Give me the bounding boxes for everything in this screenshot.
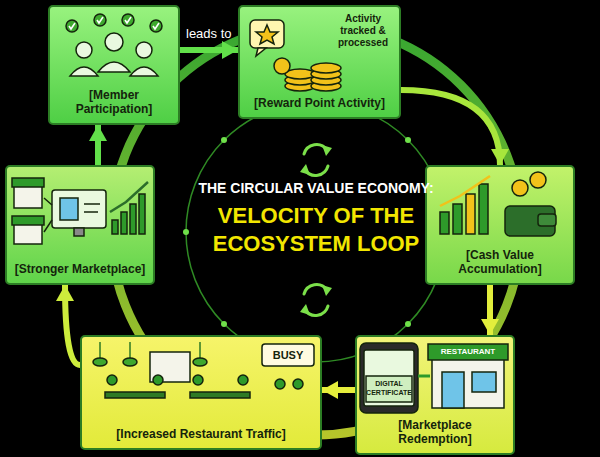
node-label: [Increased Restaurant Traffic] [88,427,314,441]
people-icon [66,14,162,76]
node-label: [Cash Value Accumulation] [433,248,567,276]
busy-sign: BUSY [262,348,314,362]
node-label: [Stronger Marketplace] [13,262,147,276]
cycle-arrowheads [300,145,332,315]
restaurant-icon [93,342,314,398]
redemption-icon [360,343,508,413]
store-sign: RESTAURANT [428,347,508,357]
flow-arrow [65,285,80,365]
diagram-title: THE CIRCULAR VALUE ECONOMY: [176,180,456,197]
node-label: [Marketplace Redemption] [363,418,507,446]
cash-icon [440,172,556,236]
ring-dots [183,99,449,365]
node-label: [Member Participation] [56,88,172,116]
inner-ring [186,102,446,362]
certificate-text: DIGITAL CERTIFICATE [366,379,412,397]
reward-icon [250,20,341,91]
subtitle: VELOCITY OF THE ECOSYSTEM LOOP [186,202,446,258]
flow-arrow [95,125,101,165]
note-text: Activity tracked & processed [330,13,396,49]
edge-label: leads to [186,26,232,41]
marketplace-icon [12,178,148,244]
flow-arrow [322,387,355,393]
check-marks [69,17,159,29]
flow-arrow [180,47,238,53]
flow-arrow [487,285,493,335]
node-label: [Reward Point Activity] [246,96,393,110]
flow-arrow [401,90,500,165]
